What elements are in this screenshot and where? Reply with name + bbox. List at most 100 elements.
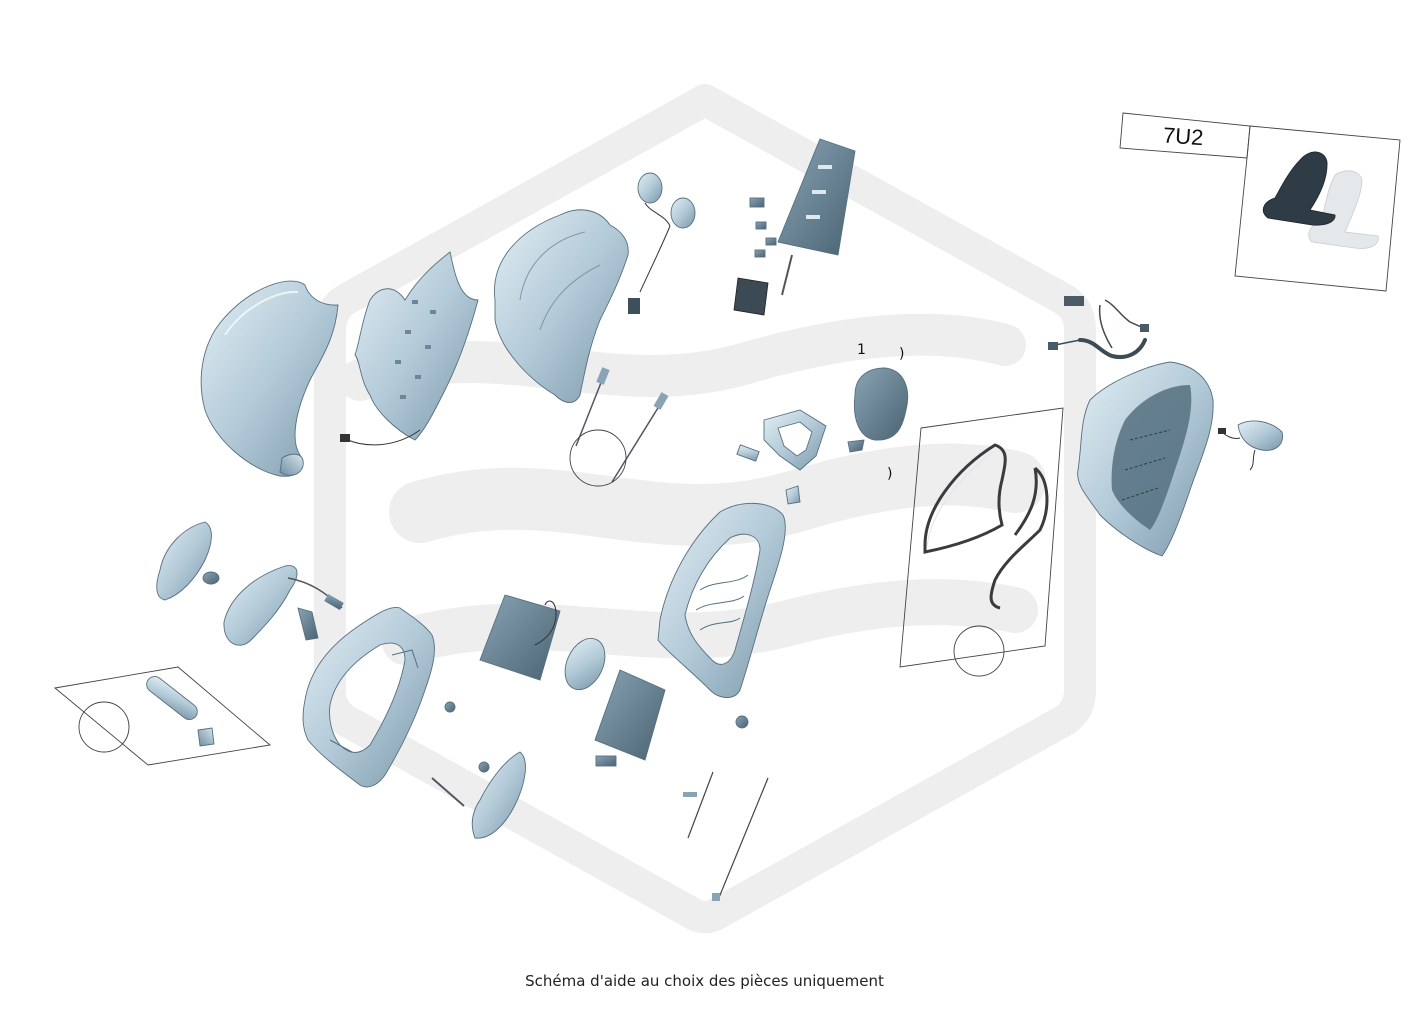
plate-clip <box>754 249 766 258</box>
trim-seal-detail[interactable] <box>899 407 1064 677</box>
bolt <box>478 761 490 773</box>
bowden-cable-short <box>687 771 714 839</box>
side-cover-body <box>223 565 298 646</box>
side-switch-cover[interactable] <box>1218 420 1283 471</box>
backrest-cover[interactable] <box>200 280 339 477</box>
watermark-wave-middle <box>389 443 1046 546</box>
guide-rod-right-sleeve <box>653 392 669 410</box>
bowden-cable-end <box>712 893 720 901</box>
variant-seat-thumbnail <box>1262 151 1379 249</box>
plate-slot <box>812 190 826 194</box>
backrest-frame[interactable] <box>657 502 786 698</box>
guide-rod-right <box>611 394 667 483</box>
panel-hole <box>412 300 418 304</box>
bolt <box>444 701 456 713</box>
plate-slot <box>818 165 832 169</box>
mounting-plate[interactable] <box>733 138 856 316</box>
seat-thumbnail-highlighted <box>1262 151 1336 226</box>
plate-slot <box>806 215 820 219</box>
side-trim-knob <box>202 571 220 585</box>
plate-clip <box>755 221 767 230</box>
lumbar-support[interactable] <box>628 172 696 314</box>
backrest-cover-highlight <box>224 290 299 336</box>
lumbar-wire <box>639 202 671 293</box>
handle-detail-circle <box>78 701 130 753</box>
rear-backrest-panel[interactable] <box>1077 361 1214 557</box>
trim-detail-circle <box>953 625 1005 677</box>
seat-control-unit[interactable] <box>479 594 561 681</box>
mounting-plate-body <box>777 138 856 256</box>
seat-side-frame[interactable] <box>302 607 435 788</box>
backrest-foam-contour <box>519 231 601 331</box>
backrest-frame-body <box>657 502 786 698</box>
side-trim-outer-body <box>156 521 212 601</box>
mounting-plate-slots <box>806 165 832 219</box>
harness-connector <box>1064 296 1084 306</box>
occupant-sensor-module[interactable] <box>594 669 666 767</box>
bowden-cables[interactable] <box>683 771 769 901</box>
headrest-cushion <box>853 367 909 441</box>
backrest-panel-body <box>354 251 479 441</box>
switch-cover-body <box>1237 420 1283 451</box>
headrest[interactable]: 1 ) ) <box>853 342 909 482</box>
callout-mark: 1 <box>857 342 866 358</box>
side-trim-lower-body <box>471 751 526 839</box>
lumbar-pad-left <box>637 172 663 204</box>
backrest-frame-springs <box>695 574 749 631</box>
callout-mark: ) <box>899 346 904 362</box>
rear-panel-inner <box>1111 385 1192 530</box>
sensor-connector <box>595 755 617 767</box>
backrest-cover-flap <box>279 453 304 476</box>
side-cover-with-cable[interactable] <box>223 565 344 646</box>
watermark-wave-top <box>339 313 1026 401</box>
fasteners[interactable] <box>207 579 749 773</box>
panel-hole <box>405 330 411 334</box>
side-cover-cable-end <box>324 594 344 610</box>
sensor-module-box <box>594 669 666 761</box>
bowden-cable-clip <box>683 792 697 797</box>
panel-hole <box>430 310 436 314</box>
side-airbag[interactable] <box>557 632 612 696</box>
headrest-bushing <box>847 439 865 453</box>
plate-clip <box>765 237 777 246</box>
trim-seal-left <box>923 443 1007 554</box>
handle-detail-inset[interactable] <box>53 666 272 766</box>
rear-panel-fasteners <box>1121 429 1171 501</box>
panel-hole <box>425 345 431 349</box>
adjust-rod <box>431 777 465 807</box>
variant-inset[interactable]: 7U2 <box>1119 112 1401 292</box>
release-handle <box>146 676 198 720</box>
bolt <box>735 715 749 729</box>
handle-detail-frame <box>53 666 272 766</box>
lumbar-connector <box>628 298 640 314</box>
side-trim-outer[interactable] <box>156 521 220 601</box>
guide-rod-left-sleeve <box>596 367 610 385</box>
backrest-cover-shell <box>200 280 339 477</box>
guide-rod-detail-circle <box>569 429 627 487</box>
harness-branch <box>1054 299 1149 349</box>
mounting-rod <box>781 254 793 296</box>
wiring-harness[interactable] <box>1048 296 1149 359</box>
backrest-foam[interactable] <box>494 209 629 403</box>
guide-rods[interactable] <box>569 367 669 487</box>
variant-label: 7U2 <box>1162 122 1204 150</box>
control-unit-box <box>479 594 561 681</box>
backrest-panel-connector <box>340 434 350 442</box>
switch-connector <box>1218 428 1226 434</box>
control-module <box>733 277 769 316</box>
backrest-panel[interactable] <box>340 251 479 446</box>
headrest-guide[interactable] <box>736 409 865 505</box>
side-cover-bracket <box>297 607 319 641</box>
headrest-clip <box>785 485 801 505</box>
backrest-foam-body <box>494 209 629 403</box>
diagram-caption: Schéma d'aide au choix des pièces unique… <box>525 972 884 990</box>
lumbar-pad-right <box>670 197 696 229</box>
side-trim-lower[interactable] <box>431 751 526 839</box>
headrest-trim-cap <box>736 444 760 462</box>
harness-plug <box>1048 342 1058 350</box>
side-airbag-body <box>564 637 606 691</box>
trim-detail-frame <box>899 407 1064 668</box>
bowden-cable-long <box>717 777 769 901</box>
control-unit-wire <box>534 600 557 646</box>
seat-frame-brackets <box>329 649 419 753</box>
